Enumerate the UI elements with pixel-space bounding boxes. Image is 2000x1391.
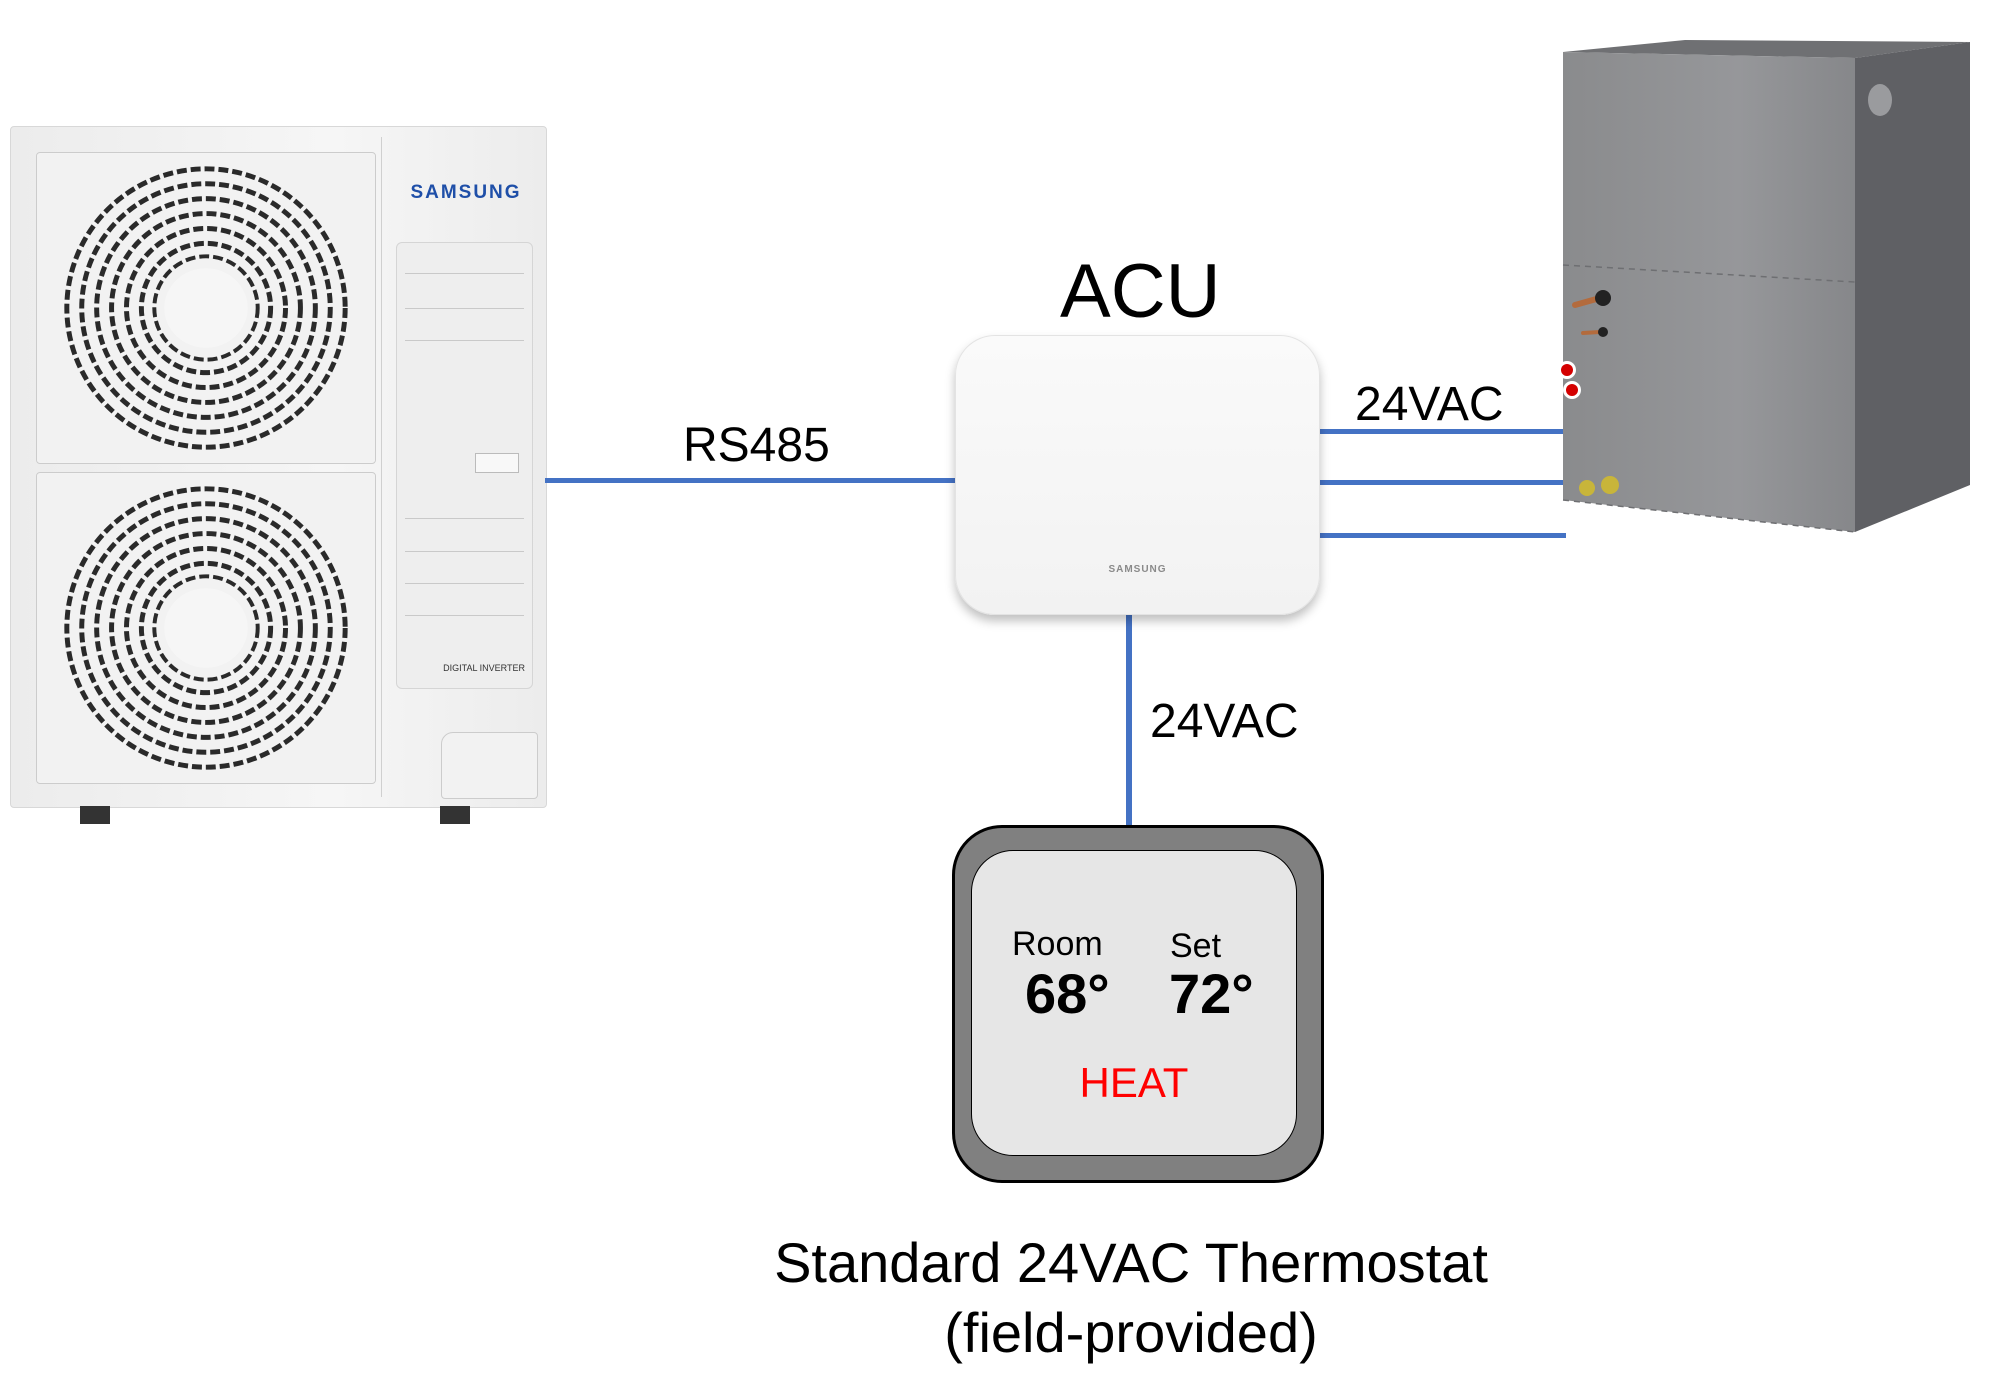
24vac-wire-ahu-1 bbox=[1318, 429, 1566, 434]
set-temperature: 72° bbox=[1169, 962, 1254, 1025]
acu-ahu-label: 24VAC bbox=[1355, 378, 1504, 431]
slat bbox=[405, 340, 524, 341]
fan-grille-bottom bbox=[36, 472, 376, 784]
thermostat-screen: Room 68° Set 72° HEAT bbox=[971, 850, 1297, 1156]
fan-grille-top bbox=[36, 152, 376, 464]
slat bbox=[405, 583, 524, 584]
valve-cover-icon bbox=[441, 732, 538, 799]
door-handle bbox=[475, 453, 519, 473]
fan-grille-top-icon bbox=[37, 153, 375, 463]
slat bbox=[405, 551, 524, 552]
24vac-wire-ahu-3 bbox=[1318, 533, 1566, 538]
slat bbox=[405, 308, 524, 309]
acu-device: SAMSUNG bbox=[955, 335, 1320, 615]
rs485-label: RS485 bbox=[683, 419, 830, 472]
thermostat-caption-note: (field-provided) bbox=[944, 1301, 1318, 1364]
mode-indicator: HEAT bbox=[1079, 1059, 1189, 1106]
air-handler-icon bbox=[1558, 40, 1970, 533]
mounting-foot bbox=[80, 806, 110, 824]
mounting-foot bbox=[440, 806, 470, 824]
acu-brand: SAMSUNG bbox=[1108, 564, 1167, 575]
service-door: DIGITAL INVERTER bbox=[396, 242, 533, 689]
slat bbox=[405, 273, 524, 274]
side-panel bbox=[381, 137, 547, 797]
slat bbox=[405, 518, 524, 519]
air-handler-unit bbox=[1555, 40, 1985, 910]
slat bbox=[405, 615, 524, 616]
room-temperature: 68° bbox=[1025, 962, 1110, 1025]
rs485-wire bbox=[545, 478, 957, 483]
fan-grille-bottom-icon bbox=[37, 473, 375, 783]
acu-title: ACU bbox=[1060, 249, 1221, 334]
outdoor-unit-brand: SAMSUNG bbox=[410, 182, 522, 203]
acu-thermostat-label: 24VAC bbox=[1150, 695, 1299, 748]
24vac-wire-thermostat bbox=[1126, 612, 1132, 827]
thermostat-caption: Standard 24VAC Thermostat bbox=[774, 1231, 1488, 1294]
outdoor-unit: SAMSUNG DIGITAL INVERTER bbox=[10, 126, 547, 808]
room-label: Room bbox=[1012, 925, 1103, 963]
digital-inverter-badge: DIGITAL INVERTER bbox=[443, 663, 525, 673]
24vac-wire-ahu-2 bbox=[1318, 480, 1566, 485]
set-label: Set bbox=[1170, 927, 1222, 965]
thermostat: Room 68° Set 72° HEAT bbox=[952, 825, 1324, 1183]
